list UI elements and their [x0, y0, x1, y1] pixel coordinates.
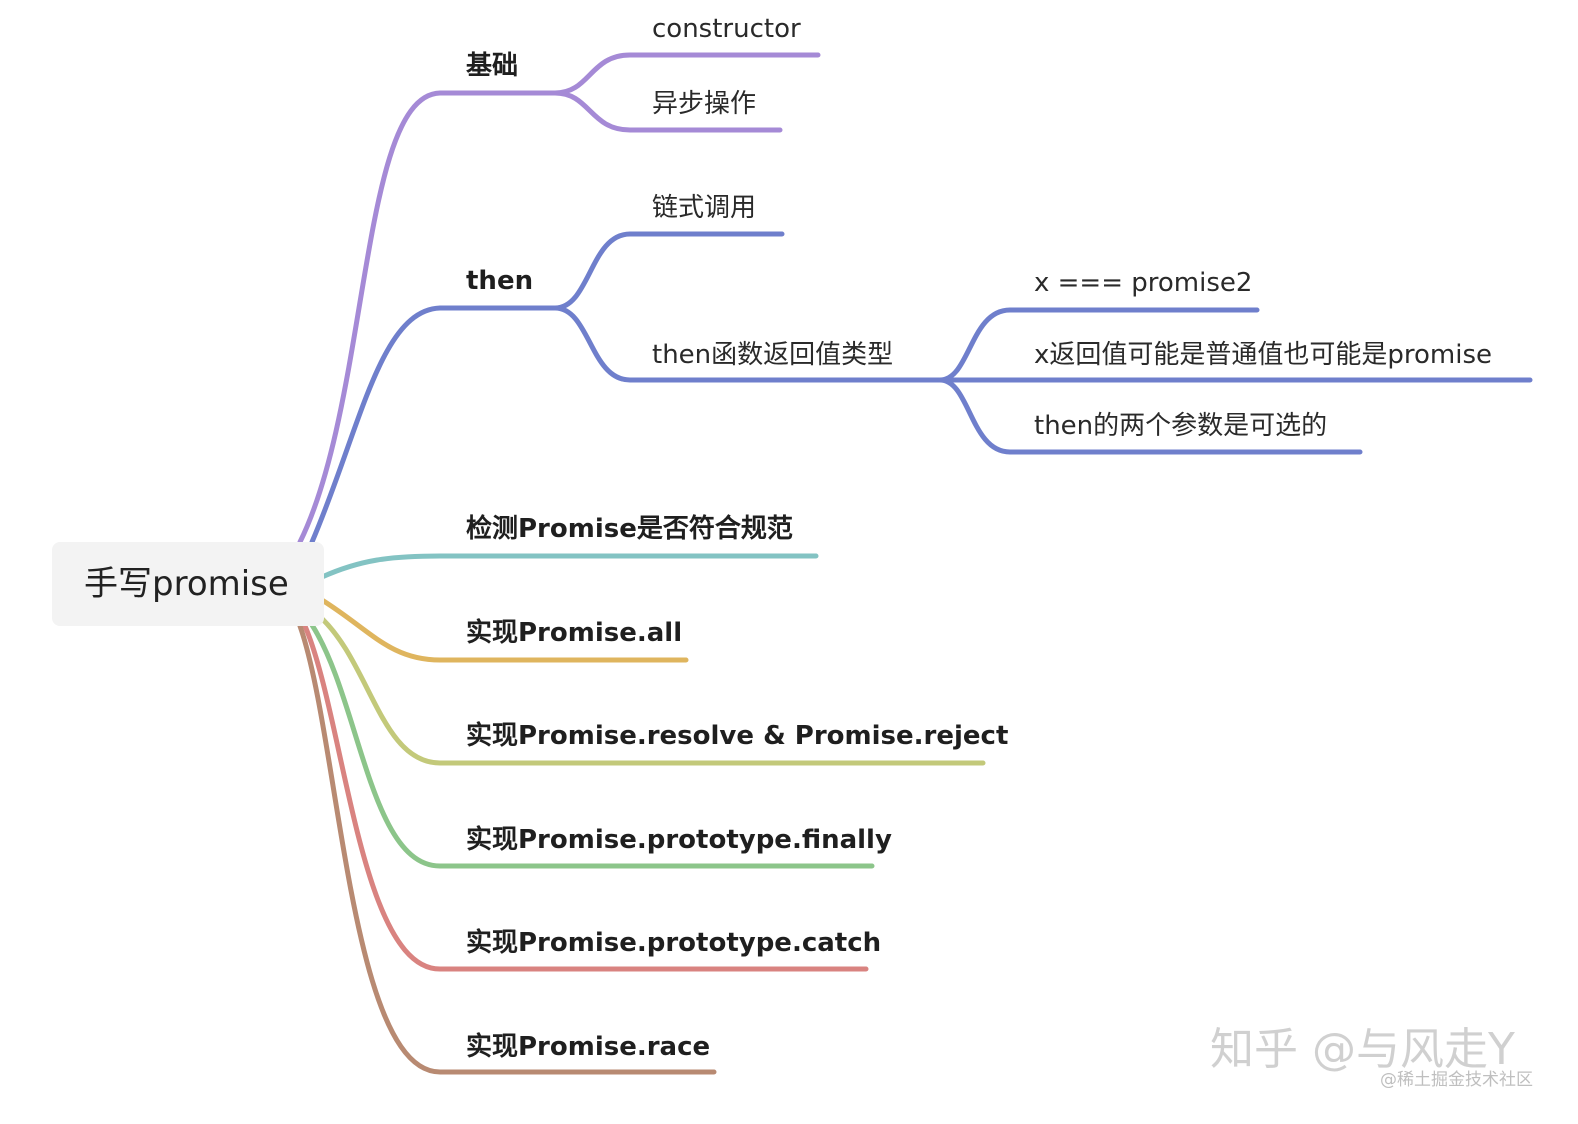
- link-then-return: [552, 305, 943, 383]
- watermark-zhihu: 知乎 @与风走Y: [1210, 1024, 1515, 1075]
- link-async: [552, 90, 783, 133]
- branch-catch-label[interactable]: 实现Promise.prototype.catch: [466, 928, 882, 958]
- link-basics: [297, 90, 558, 545]
- branch-finally-label[interactable]: 实现Promise.prototype.finally: [466, 825, 892, 855]
- link-finally: [309, 622, 875, 869]
- root-node[interactable]: [52, 542, 324, 626]
- branch-resolve-reject-label[interactable]: 实现Promise.resolve & Promise.reject: [466, 721, 1009, 751]
- link-catch: [302, 623, 869, 972]
- node-then-return-label[interactable]: then函数返回值类型: [652, 340, 894, 370]
- link-resolve-reject: [315, 612, 986, 766]
- branch-race-label[interactable]: 实现Promise.race: [466, 1032, 711, 1062]
- branch-then-label[interactable]: then: [466, 266, 534, 296]
- link-x-eq-promise2: [937, 307, 1260, 383]
- root-node-label: 手写promise: [84, 564, 289, 604]
- node-x-eq-promise2-label[interactable]: x === promise2: [1034, 268, 1253, 298]
- branch-basics-label[interactable]: 基础: [466, 51, 519, 81]
- link-then-params: [937, 377, 1363, 455]
- watermark-juejin: @稀土掘金技术社区: [1380, 1070, 1533, 1090]
- link-chain: [552, 231, 785, 311]
- node-async-label[interactable]: 异步操作: [652, 89, 757, 119]
- branch-check-label[interactable]: 检测Promise是否符合规范: [466, 514, 793, 544]
- link-constructor: [552, 52, 821, 96]
- link-race: [297, 623, 717, 1075]
- link-then: [309, 305, 558, 545]
- link-all: [319, 597, 689, 663]
- node-constructor-label[interactable]: constructor: [652, 14, 801, 44]
- node-x-return-label[interactable]: x返回值可能是普通值也可能是promise: [1034, 340, 1493, 370]
- node-chain-label[interactable]: 链式调用: [652, 193, 757, 223]
- node-then-params-label[interactable]: then的两个参数是可选的: [1034, 411, 1328, 441]
- link-check: [319, 553, 819, 580]
- branch-all-label[interactable]: 实现Promise.all: [466, 618, 683, 648]
